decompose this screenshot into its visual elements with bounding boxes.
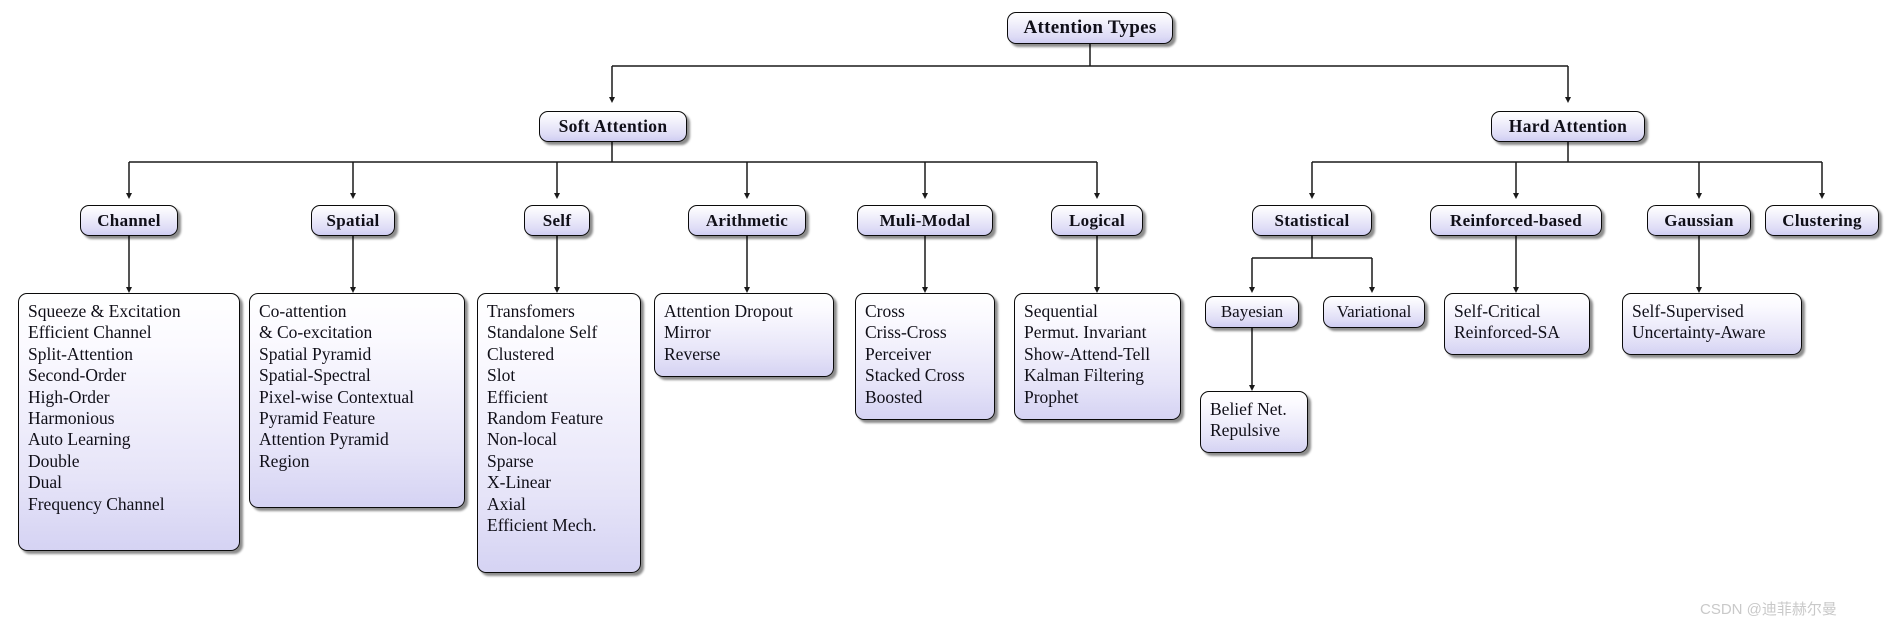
list-item: Dual bbox=[28, 472, 63, 493]
list-item: Harmonious bbox=[28, 408, 115, 429]
list-item: Show-Attend-Tell bbox=[1024, 343, 1151, 364]
node-self[interactable]: Self bbox=[524, 205, 590, 236]
list-item: Sparse bbox=[487, 450, 534, 471]
node-soft-attention[interactable]: Soft Attention bbox=[539, 111, 687, 142]
node-label: Gaussian bbox=[1664, 210, 1734, 230]
list-item: High-Order bbox=[28, 386, 110, 407]
node-label: Statistical bbox=[1274, 210, 1350, 230]
node-hard-attention[interactable]: Hard Attention bbox=[1491, 111, 1645, 142]
list-item: Belief Net. bbox=[1210, 399, 1287, 419]
list-item: Criss-Cross bbox=[865, 322, 947, 343]
list-item: Random Feature bbox=[487, 408, 604, 429]
node-attention-types[interactable]: Attention Types bbox=[1007, 12, 1173, 44]
node-label: Reinforced-based bbox=[1450, 210, 1582, 230]
node-channel[interactable]: Channel bbox=[80, 205, 178, 236]
leaf-list-spatial[interactable]: Co-attention & Co-excitation Spatial Pyr… bbox=[249, 293, 465, 508]
list-item: Split-Attention bbox=[28, 343, 133, 364]
node-statistical[interactable]: Statistical bbox=[1252, 205, 1372, 236]
list-item: Axial bbox=[487, 493, 526, 514]
list-item: Second-Order bbox=[28, 365, 127, 386]
list-item: Prophet bbox=[1024, 386, 1079, 407]
list-item: Cross bbox=[865, 301, 905, 321]
node-label: Spatial bbox=[326, 210, 380, 230]
node-label: Muli-Modal bbox=[879, 210, 971, 230]
node-reinforced-based[interactable]: Reinforced-based bbox=[1430, 205, 1602, 236]
leaf-list-self[interactable]: Transfomers Standalone Self Clustered Sl… bbox=[477, 293, 641, 573]
node-label: Attention Types bbox=[1023, 17, 1157, 38]
list-item: Standalone Self bbox=[487, 322, 598, 343]
node-bayesian[interactable]: Bayesian bbox=[1205, 296, 1299, 328]
list-item: Uncertainty-Aware bbox=[1632, 322, 1766, 343]
list-item: Repulsive bbox=[1210, 420, 1280, 441]
node-label: Soft Attention bbox=[558, 116, 668, 136]
node-arithmetic[interactable]: Arithmetic bbox=[688, 205, 806, 236]
node-clustering[interactable]: Clustering bbox=[1765, 205, 1879, 236]
list-item: Spatial Pyramid bbox=[259, 343, 372, 364]
node-label: Logical bbox=[1069, 210, 1125, 230]
node-spatial[interactable]: Spatial bbox=[311, 205, 395, 236]
list-item: & Co-excitation bbox=[259, 322, 373, 343]
node-gaussian[interactable]: Gaussian bbox=[1647, 205, 1751, 236]
leaf-list-reinforced[interactable]: Self-Critical Reinforced-SA bbox=[1444, 293, 1590, 355]
list-item: Spatial-Spectral bbox=[259, 365, 371, 386]
node-label: Arithmetic bbox=[705, 210, 789, 230]
list-item: Boosted bbox=[865, 386, 923, 407]
list-item: Attention Dropout bbox=[664, 301, 793, 321]
node-label: Clustering bbox=[1782, 210, 1862, 230]
list-item: Pyramid Feature bbox=[259, 408, 376, 429]
node-label: Variational bbox=[1336, 302, 1412, 321]
list-item: Mirror bbox=[664, 322, 711, 343]
leaf-list-multimodal[interactable]: Cross Criss-Cross Perceiver Stacked Cros… bbox=[855, 293, 995, 420]
leaf-list-channel[interactable]: Squeeze & Excitation Efficient Channel S… bbox=[18, 293, 240, 551]
node-logical[interactable]: Logical bbox=[1051, 205, 1143, 236]
list-item: Perceiver bbox=[865, 343, 932, 364]
node-muli-modal[interactable]: Muli-Modal bbox=[857, 205, 993, 236]
list-item: Efficient Channel bbox=[28, 322, 152, 343]
node-label: Bayesian bbox=[1220, 302, 1284, 321]
list-item: Sequential bbox=[1024, 301, 1098, 321]
list-item: Clustered bbox=[487, 343, 555, 364]
list-item: Permut. Invariant bbox=[1024, 322, 1147, 343]
list-item: Pixel-wise Contextual bbox=[259, 386, 415, 407]
list-item: Auto Learning bbox=[28, 429, 131, 450]
list-item: Squeeze & Excitation bbox=[28, 301, 181, 321]
list-item: Attention Pyramid bbox=[259, 429, 389, 450]
leaf-list-bayesian[interactable]: Belief Net. Repulsive bbox=[1200, 391, 1308, 453]
list-item: X-Linear bbox=[487, 472, 552, 493]
list-item: Efficient bbox=[487, 386, 548, 407]
list-item: Double bbox=[28, 450, 80, 471]
list-item: Stacked Cross bbox=[865, 365, 965, 386]
list-item: Reinforced-SA bbox=[1454, 322, 1560, 343]
csdn-watermark: CSDN @迪菲赫尔曼 bbox=[1700, 601, 1837, 618]
list-item: Non-local bbox=[487, 429, 557, 450]
list-item: Transfomers bbox=[487, 301, 575, 321]
list-item: Self-Supervised bbox=[1632, 301, 1744, 321]
node-label: Self bbox=[542, 210, 572, 230]
list-item: Slot bbox=[487, 365, 516, 386]
list-item: Self-Critical bbox=[1454, 301, 1541, 321]
leaf-list-arithmetic[interactable]: Attention Dropout Mirror Reverse bbox=[654, 293, 834, 377]
leaf-list-gaussian[interactable]: Self-Supervised Uncertainty-Aware bbox=[1622, 293, 1802, 355]
node-variational[interactable]: Variational bbox=[1323, 296, 1425, 328]
node-label: Channel bbox=[97, 210, 161, 230]
list-item: Kalman Filtering bbox=[1024, 365, 1145, 386]
list-item: Region bbox=[259, 450, 310, 471]
list-item: Efficient Mech. bbox=[487, 515, 597, 536]
leaf-list-logical[interactable]: Sequential Permut. Invariant Show-Attend… bbox=[1014, 293, 1181, 420]
list-item: Co-attention bbox=[259, 301, 347, 321]
list-item: Reverse bbox=[664, 343, 721, 364]
node-label: Hard Attention bbox=[1508, 116, 1628, 136]
list-item: Frequency Channel bbox=[28, 493, 165, 514]
